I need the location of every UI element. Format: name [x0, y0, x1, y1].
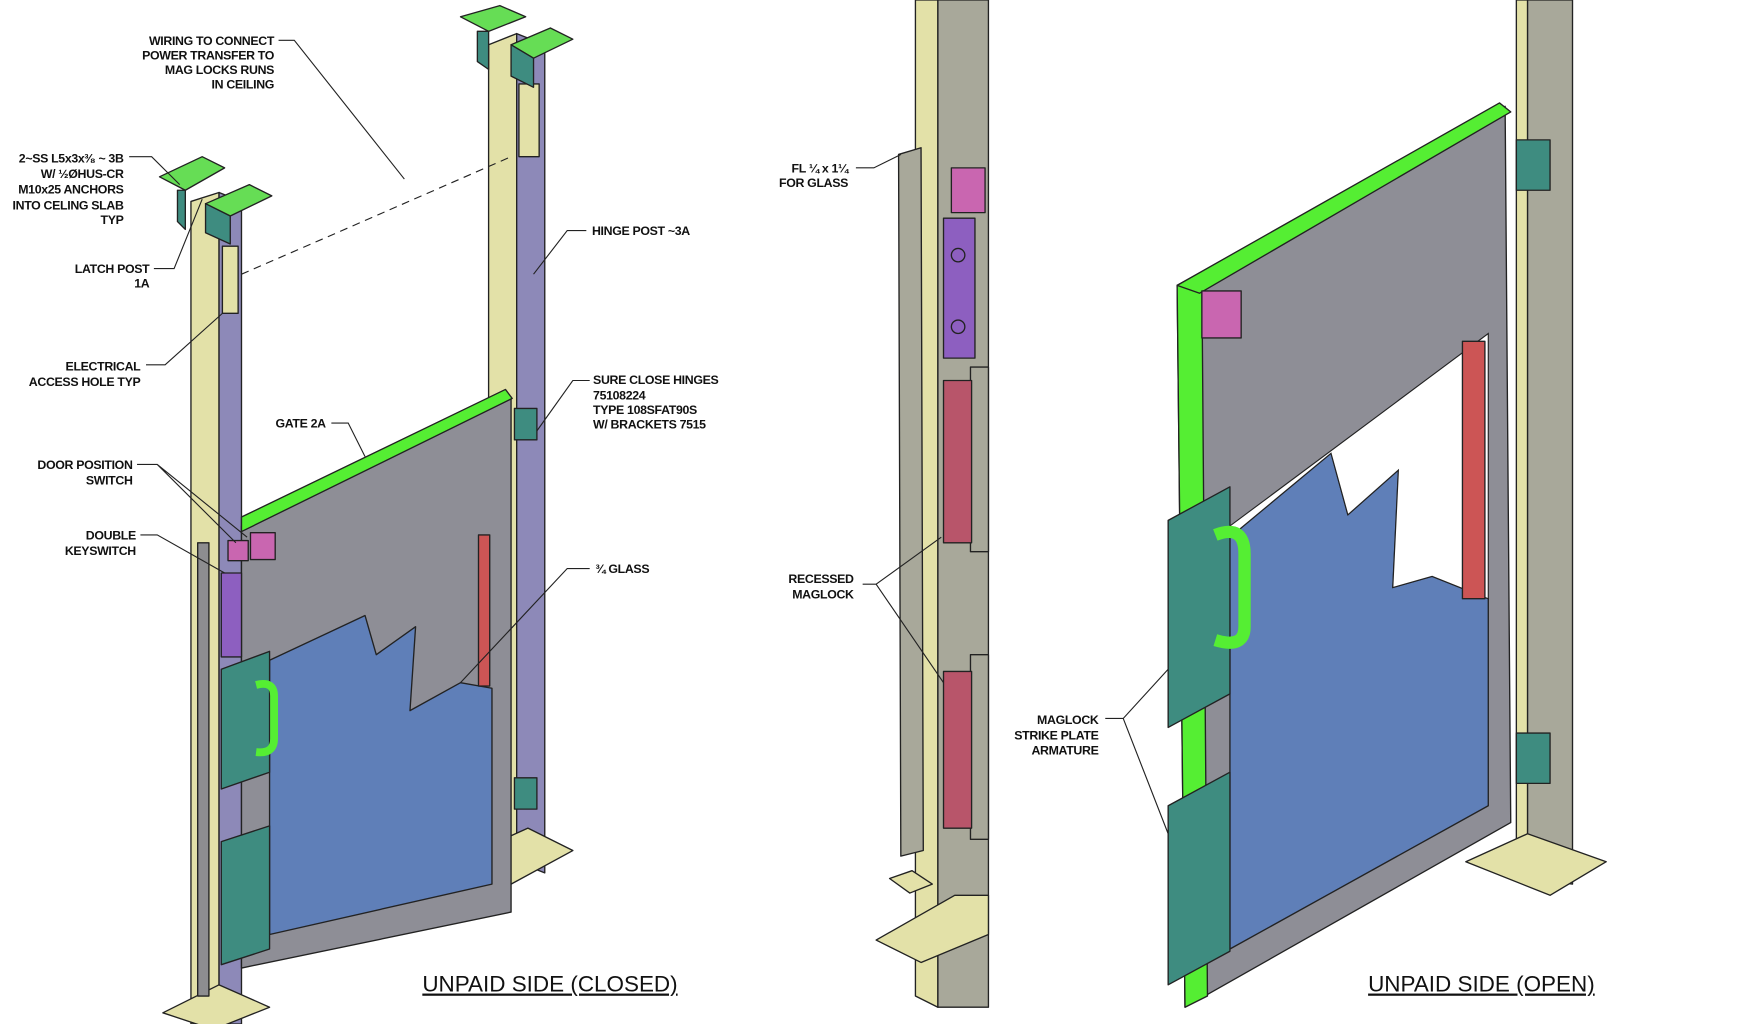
label-door-position: DOOR POSITION SWITCH: [37, 458, 133, 488]
svg-text:LATCH POST: LATCH POST: [75, 262, 150, 276]
label-recessed-maglock: RECESSED MAGLOCK: [788, 572, 854, 602]
hinge-upper: [513, 407, 538, 441]
strike-plate-upper: [220, 650, 271, 790]
strike-plate-upper-open: [1167, 486, 1231, 729]
svg-text:2~SS L5x3x³⁄₈ ~ 3B: 2~SS L5x3x³⁄₈ ~ 3B: [19, 151, 124, 165]
label-strike-plate: MAGLOCK STRIKE PLATE ARMATURE: [1014, 713, 1099, 757]
svg-text:MAGLOCK: MAGLOCK: [792, 588, 854, 602]
label-keyswitch: DOUBLE KEYSWITCH: [65, 528, 137, 558]
strike-plate-lower: [220, 825, 271, 966]
svg-text:INTO CELING SLAB: INTO CELING SLAB: [13, 198, 124, 212]
svg-text:SWITCH: SWITCH: [86, 474, 133, 488]
label-latch-post: LATCH POST 1A: [75, 262, 151, 291]
door-position-switch: [227, 539, 249, 562]
wiring-dashed-line: [241, 156, 512, 275]
gate-open: [1167, 102, 1512, 1008]
double-keyswitch: [220, 572, 243, 658]
label-electrical: ELECTRICAL ACCESS HOLE TYP: [29, 359, 142, 389]
title-closed: UNPAID SIDE (CLOSED): [422, 972, 677, 997]
svg-text:ELECTRICAL: ELECTRICAL: [66, 359, 142, 373]
svg-text:FOR GLASS: FOR GLASS: [779, 176, 848, 190]
hinge-post-brackets: [459, 4, 574, 88]
svg-text:DOOR POSITION: DOOR POSITION: [37, 458, 133, 472]
recessed-maglock-lower: [942, 670, 973, 829]
svg-text:TYPE 108SFAT90S: TYPE 108SFAT90S: [593, 403, 697, 417]
label-gate: GATE 2A: [275, 417, 326, 431]
svg-text:DOUBLE: DOUBLE: [86, 528, 136, 542]
svg-text:SURE CLOSE HINGES: SURE CLOSE HINGES: [593, 373, 718, 387]
label-hinges: SURE CLOSE HINGES 75108224 TYPE 108SFAT9…: [593, 373, 719, 432]
title-open: UNPAID SIDE (OPEN): [1368, 972, 1595, 997]
svg-text:75108224: 75108224: [593, 389, 646, 403]
svg-text:KEYSWITCH: KEYSWITCH: [65, 544, 137, 558]
label-glass: ¾ GLASS: [595, 562, 649, 576]
gate-2a: [220, 388, 538, 969]
recessed-maglock-upper: [942, 379, 973, 544]
door-handle-open: [1213, 525, 1251, 649]
label-fl-glass: FL ¼ x 1¼ FOR GLASS: [779, 161, 850, 190]
svg-text:ACCESS HOLE TYP: ACCESS HOLE TYP: [29, 375, 141, 389]
label-angle-brackets: 2~SS L5x3x³⁄₈ ~ 3B W/ ½ØHUS-CR M10x25 AN…: [13, 151, 125, 227]
svg-text:RECESSED: RECESSED: [788, 572, 854, 586]
svg-text:W/ ½ØHUS-CR: W/ ½ØHUS-CR: [41, 167, 124, 181]
label-wiring: WIRING TO CONNECT POWER TRANSFER TO MAG …: [142, 34, 275, 92]
strike-plate-lower-open: [1167, 771, 1231, 986]
svg-text:M10x25 ANCHORS: M10x25 ANCHORS: [18, 183, 123, 197]
label-hinge-post: HINGE POST ~3A: [592, 224, 690, 238]
hinge-lower-open: [1515, 732, 1551, 785]
svg-text:MAG LOCKS RUNS: MAG LOCKS RUNS: [165, 63, 274, 77]
hinge-upper-open: [1515, 139, 1551, 191]
svg-text:TYP: TYP: [101, 213, 124, 227]
svg-text:W/ BRACKETS 7515: W/ BRACKETS 7515: [593, 418, 706, 432]
door-handle: [255, 680, 278, 757]
left-view-closed: WIRING TO CONNECT POWER TRANSFER TO MAG …: [13, 4, 719, 1024]
svg-text:1A: 1A: [134, 277, 150, 291]
svg-text:IN CEILING: IN CEILING: [212, 77, 275, 91]
hinge-post-open: [1465, 0, 1607, 896]
svg-text:FL ¼ x 1¼: FL ¼ x 1¼: [792, 161, 851, 175]
svg-text:WIRING TO CONNECT: WIRING TO CONNECT: [149, 34, 275, 48]
svg-text:STRIKE PLATE: STRIKE PLATE: [1014, 729, 1098, 743]
svg-text:POWER TRANSFER TO: POWER TRANSFER TO: [142, 48, 275, 62]
glass-flat-bar: [897, 147, 924, 857]
latch-post-side: [875, 0, 990, 1008]
latch-post-brackets: [158, 156, 273, 245]
glass-panel: [268, 614, 493, 936]
svg-text:MAGLOCK: MAGLOCK: [1037, 713, 1099, 727]
right-view-open: FL ¼ x 1¼ FOR GLASS RECESSED MAGLOCK MAG…: [779, 0, 1607, 1008]
hinge-lower: [513, 777, 538, 810]
svg-text:ARMATURE: ARMATURE: [1031, 743, 1098, 757]
